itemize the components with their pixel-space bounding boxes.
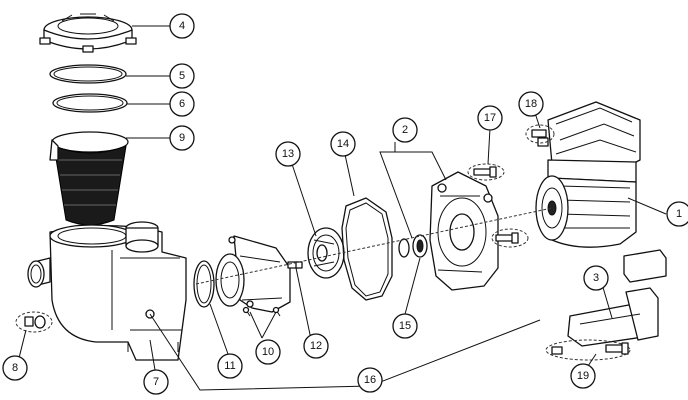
part-diffuser	[215, 235, 303, 313]
callout-7: 7	[143, 369, 169, 395]
callout-16: 16	[357, 367, 383, 393]
callout-2: 2	[392, 117, 418, 143]
callout-6: 6	[169, 91, 195, 117]
part-gasket	[341, 197, 393, 301]
callout-18: 18	[518, 91, 544, 117]
callout-15: 15	[392, 313, 418, 339]
callout-label-18: 18	[525, 98, 537, 110]
callout-5: 5	[169, 63, 195, 89]
callout-10: 10	[255, 339, 281, 365]
part-pump-housing	[27, 221, 187, 361]
part-drain-plug	[15, 311, 53, 333]
callout-label-10: 10	[262, 346, 274, 358]
part-seal-plate	[429, 171, 499, 291]
part-motor-support	[567, 249, 667, 347]
callout-3: 3	[583, 265, 609, 291]
callout-label-15: 15	[399, 320, 411, 332]
callout-1: 1	[666, 201, 688, 227]
part-strainer-basket	[49, 131, 129, 226]
part-ring	[52, 93, 128, 113]
part-motor	[535, 101, 641, 248]
callout-9: 9	[169, 125, 195, 151]
callout-19: 19	[570, 363, 596, 389]
part-o-ring-diffuser	[193, 260, 215, 308]
part-impeller	[307, 227, 345, 279]
callout-14: 14	[330, 131, 356, 157]
callout-label-9: 9	[179, 132, 185, 144]
part-mechanical-seal	[398, 234, 428, 258]
callout-label-16: 16	[364, 374, 376, 386]
callout-label-12: 12	[310, 340, 322, 352]
callout-8: 8	[2, 355, 28, 381]
callout-13: 13	[275, 141, 301, 167]
callout-12: 12	[303, 333, 329, 359]
callout-label-6: 6	[179, 98, 185, 110]
callout-label-7: 7	[153, 376, 159, 388]
part-bolt-lower	[491, 228, 529, 248]
callout-4: 4	[169, 13, 195, 39]
part-motor-bolt	[525, 124, 555, 144]
callout-label-17: 17	[484, 112, 496, 124]
callout-17: 17	[477, 105, 503, 131]
callout-label-13: 13	[282, 148, 294, 160]
callout-label-3: 3	[593, 272, 599, 284]
leader-lines	[17, 25, 667, 391]
callout-label-8: 8	[12, 362, 18, 374]
part-bolt-upper	[467, 163, 505, 181]
assembly-axis	[195, 207, 553, 285]
callout-11: 11	[217, 353, 243, 379]
callout-label-4: 4	[179, 20, 185, 32]
callout-label-5: 5	[179, 70, 185, 82]
part-support-bolts	[545, 339, 631, 361]
callout-label-2: 2	[402, 124, 408, 136]
callout-label-11: 11	[224, 360, 235, 372]
part-lid	[39, 13, 137, 53]
part-lid-o-ring	[49, 64, 127, 84]
callout-label-14: 14	[337, 138, 349, 150]
callout-label-19: 19	[577, 370, 589, 382]
callout-label-1: 1	[676, 208, 682, 220]
